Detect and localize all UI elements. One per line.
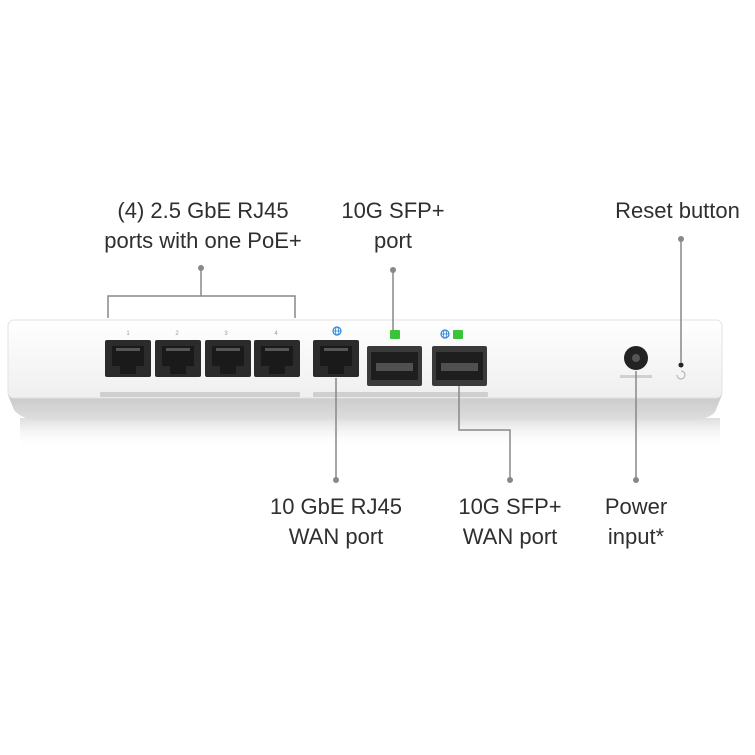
- wan-port-group-bar: [313, 392, 488, 397]
- reset-button-label-line1: Reset button: [615, 198, 740, 223]
- rj45-ports-label: (4) 2.5 GbE RJ45 ports with one PoE+: [80, 196, 326, 256]
- rj45-port-icon[interactable]: [105, 340, 151, 377]
- power-input-label-line2: input*: [607, 524, 665, 549]
- port-number-1: 1: [126, 331, 130, 337]
- power-input-label-line1: Power: [604, 494, 668, 519]
- callout-dot: [507, 477, 513, 483]
- rj45-ports-label-line2: ports with one PoE+: [104, 228, 302, 253]
- port-number-2: 2: [175, 331, 179, 337]
- device-body: [7, 319, 723, 399]
- wan-rj45-label: 10 GbE RJ45 WAN port: [256, 492, 416, 552]
- wan-rj45-label-line1: 10 GbE RJ45: [269, 494, 403, 519]
- rj45-port-icon[interactable]: [254, 340, 300, 377]
- wan-sfp-callout-line: [458, 386, 511, 480]
- wan-sfp-label-line1: 10G SFP+: [458, 494, 562, 519]
- wan-sfp-label-line2: WAN port: [462, 524, 558, 549]
- wan-rj45-label-line2: WAN port: [288, 524, 384, 549]
- sfp-cage-icon[interactable]: [367, 346, 422, 386]
- callout-dot: [633, 477, 639, 483]
- rj45-lan-ports: [105, 340, 300, 377]
- sfp-led-green: [390, 330, 400, 339]
- globe-wan-icon: [332, 326, 342, 336]
- rj45-port-icon[interactable]: [313, 340, 359, 377]
- globe-wan-icon: [440, 329, 450, 339]
- lan-port-group-bar: [100, 392, 300, 397]
- sfp-wan-led-green: [453, 330, 463, 339]
- sfp-port-label-line1: 10G SFP+: [341, 198, 445, 223]
- port-number-3: 3: [224, 331, 228, 337]
- sfp-port-label-line2: port: [374, 228, 412, 253]
- sfp-cage-icon[interactable]: [432, 346, 487, 386]
- reset-pinhole-icon[interactable]: [676, 362, 686, 380]
- power-jack-icon[interactable]: [624, 346, 648, 370]
- wan-sfp-label: 10G SFP+ WAN port: [440, 492, 580, 552]
- port-number-4: 4: [274, 331, 278, 337]
- callout-dot: [333, 477, 339, 483]
- device-bottom-bevel: [8, 395, 722, 420]
- rj45-port-icon[interactable]: [155, 340, 201, 377]
- sfp-port-label: 10G SFP+ port: [330, 196, 456, 256]
- callout-dot: [390, 267, 396, 273]
- reset-button-label: Reset button: [600, 196, 755, 226]
- power-input-label: Power input*: [586, 492, 686, 552]
- rj45-ports-label-line1: (4) 2.5 GbE RJ45: [117, 198, 289, 223]
- device-shadow: [20, 418, 720, 448]
- callout-dot: [678, 236, 684, 242]
- rj45-port-icon[interactable]: [205, 340, 251, 377]
- callout-dot: [198, 265, 204, 271]
- rj45-bracket-line: [107, 295, 296, 318]
